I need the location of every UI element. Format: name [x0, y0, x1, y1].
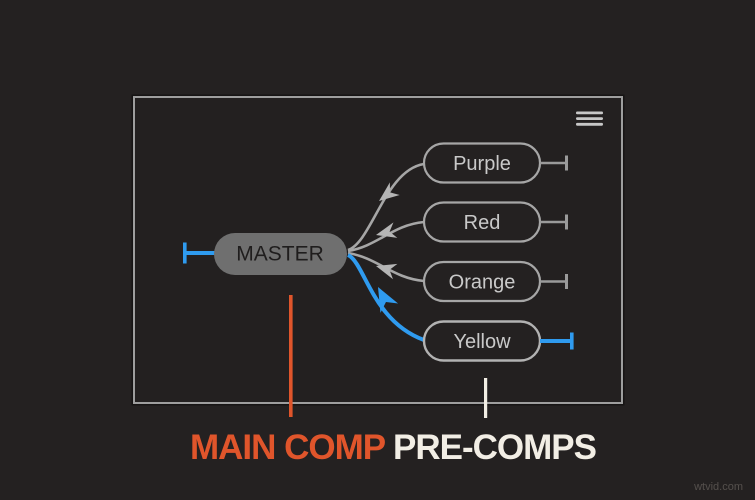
arrowhead-purple	[379, 182, 400, 201]
pre-comps-callout-line	[484, 378, 488, 418]
node-red-stub-tick	[565, 214, 568, 230]
master-input-stub	[183, 242, 215, 264]
connector-curves	[346, 162, 425, 342]
arrowhead-yellow-active	[378, 287, 399, 313]
menu-bar	[576, 117, 603, 120]
connector-yellow-active	[346, 253, 425, 342]
node-purple[interactable]: Purple	[422, 142, 568, 184]
node-orange-label: Orange	[449, 272, 516, 294]
connector-arrowheads	[376, 182, 400, 313]
node-master[interactable]: MASTER	[214, 233, 347, 275]
pre-comps-label: PRE-COMPS	[393, 428, 597, 467]
arrowhead-red	[376, 222, 398, 238]
node-orange[interactable]: Orange	[422, 260, 568, 303]
node-red[interactable]: Red	[422, 201, 568, 243]
main-comp-label: MAIN COMP	[190, 428, 386, 467]
node-yellow-label: Yellow	[453, 331, 511, 353]
node-yellow-stub-tick	[570, 332, 574, 350]
node-purple-label: Purple	[453, 153, 511, 175]
menu-bar	[576, 111, 603, 115]
menu-bar	[576, 122, 603, 126]
node-orange-stub-tick	[565, 274, 568, 289]
connector-purple	[347, 162, 425, 252]
menu-icon[interactable]	[576, 111, 603, 126]
main-comp-callout-line	[289, 295, 293, 417]
watermark: wtvid.com	[694, 481, 743, 493]
flowchart-panel	[133, 96, 623, 404]
node-red-label: Red	[464, 212, 501, 234]
node-master-label: MASTER	[236, 243, 324, 266]
arrowhead-orange	[376, 263, 398, 280]
node-yellow[interactable]: Yellow	[422, 320, 574, 362]
node-purple-stub-tick	[565, 155, 568, 171]
node-master-pill	[214, 233, 347, 275]
